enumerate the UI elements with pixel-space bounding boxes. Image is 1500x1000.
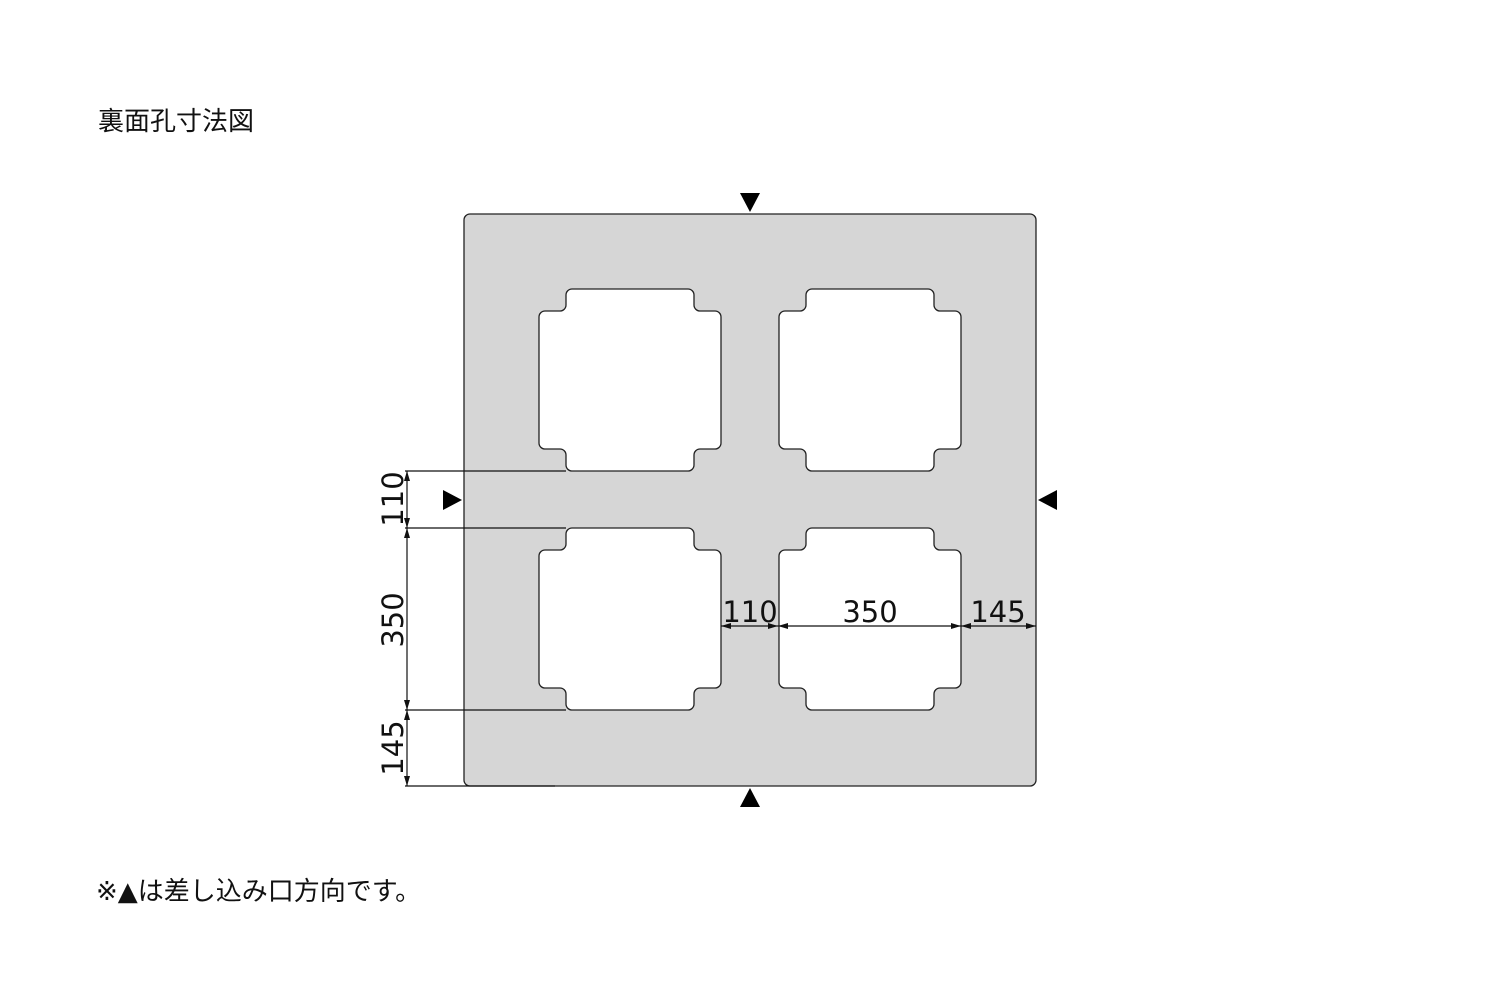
insertion-triangle-bottom-icon <box>740 788 760 807</box>
hole-bottom-right <box>778 527 962 711</box>
dim-vertical-hole: 350 <box>376 592 410 647</box>
dim-vertical-margin: 145 <box>376 720 410 775</box>
hole-top-right <box>778 288 962 472</box>
dim-horizontal-hole: 350 <box>842 595 897 629</box>
diagram-title: 裏面孔寸法図 <box>98 107 255 137</box>
insertion-triangle-left-icon <box>443 490 462 510</box>
dim-horizontal-gap: 110 <box>722 595 777 629</box>
insertion-triangle-right-icon <box>1038 490 1057 510</box>
insertion-triangle-top-icon <box>740 193 760 212</box>
footnote: ※▲は差し込み口方向です。 <box>96 877 422 907</box>
hole-bottom-left <box>538 527 722 711</box>
dim-vertical-gap: 110 <box>376 471 410 526</box>
plate <box>463 213 1037 787</box>
dim-horizontal-margin: 145 <box>970 595 1025 629</box>
hole-top-left <box>538 288 722 472</box>
extension-lines <box>405 470 566 787</box>
